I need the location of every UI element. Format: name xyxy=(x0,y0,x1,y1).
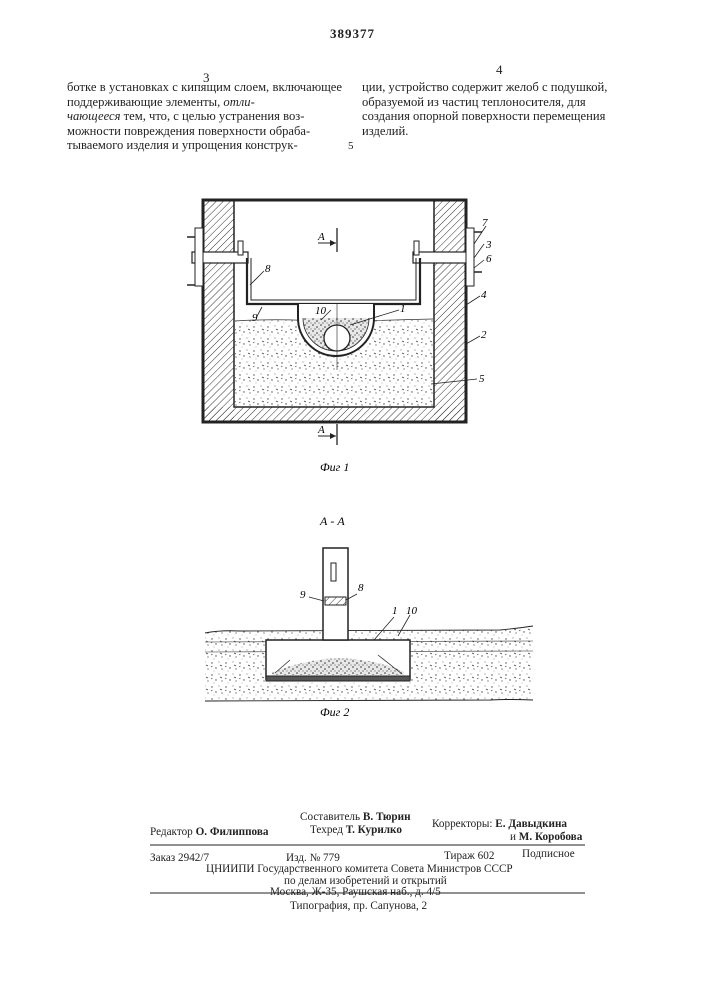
editor-line: Редактор О. Филиппова xyxy=(150,826,269,839)
corrector-name: М. Коробова xyxy=(519,831,583,843)
fig2-label-9: 9 xyxy=(300,589,306,601)
corrector2-line: и М. Коробова xyxy=(510,831,582,844)
figure-2-caption: Фиг 2 xyxy=(320,705,349,719)
label-8: 8 xyxy=(265,263,271,275)
support-tray xyxy=(247,258,420,304)
correctors-line: Корректоры: Е. Давыдкина xyxy=(432,818,567,831)
fig2-label-10: 10 xyxy=(406,605,418,617)
label-4: 4 xyxy=(481,289,487,301)
section-mark-top: А xyxy=(317,231,325,243)
figure-2-trough xyxy=(266,640,410,681)
compiler-name: В. Тюрин xyxy=(363,811,411,823)
figure-2-title: А - А xyxy=(319,514,345,528)
label-5: 5 xyxy=(479,373,485,385)
editor-name: О. Филиппова xyxy=(196,826,269,838)
order-number: Заказ 2942/7 xyxy=(150,852,209,865)
techred-line: Техред Т. Курилко xyxy=(310,824,402,837)
correctors-label: Корректоры: xyxy=(432,818,493,830)
label-9: 9 xyxy=(252,312,258,324)
figure-1-caption: Фиг 1 xyxy=(320,460,349,474)
label-7: 7 xyxy=(482,217,488,229)
tirazh: Тираж 602 xyxy=(444,850,494,863)
corrector-name: Е. Давыдкина xyxy=(495,818,567,830)
address: Москва, Ж-35, Раушская наб., д. 4/5 xyxy=(270,886,441,899)
editor-label: Редактор xyxy=(150,826,193,838)
figure-2-post xyxy=(323,548,348,640)
techred-name: Т. Курилко xyxy=(346,824,402,836)
techred-label: Техред xyxy=(310,824,343,836)
podpisnoe: Подписное xyxy=(522,848,575,861)
label-6: 6 xyxy=(486,253,492,265)
label-1: 1 xyxy=(400,303,406,315)
compiler-line: Составитель В. Тюрин xyxy=(300,811,411,824)
corrector2-prefix: и xyxy=(510,831,516,843)
label-2: 2 xyxy=(481,329,487,341)
compiler-label: Составитель xyxy=(300,811,360,823)
label-10: 10 xyxy=(315,305,327,317)
fig2-label-8: 8 xyxy=(358,582,364,594)
section-mark-bottom: А xyxy=(317,424,325,436)
printer: Типография, пр. Сапунова, 2 xyxy=(290,900,427,913)
label-3: 3 xyxy=(485,239,492,251)
fig2-label-1: 1 xyxy=(392,605,398,617)
